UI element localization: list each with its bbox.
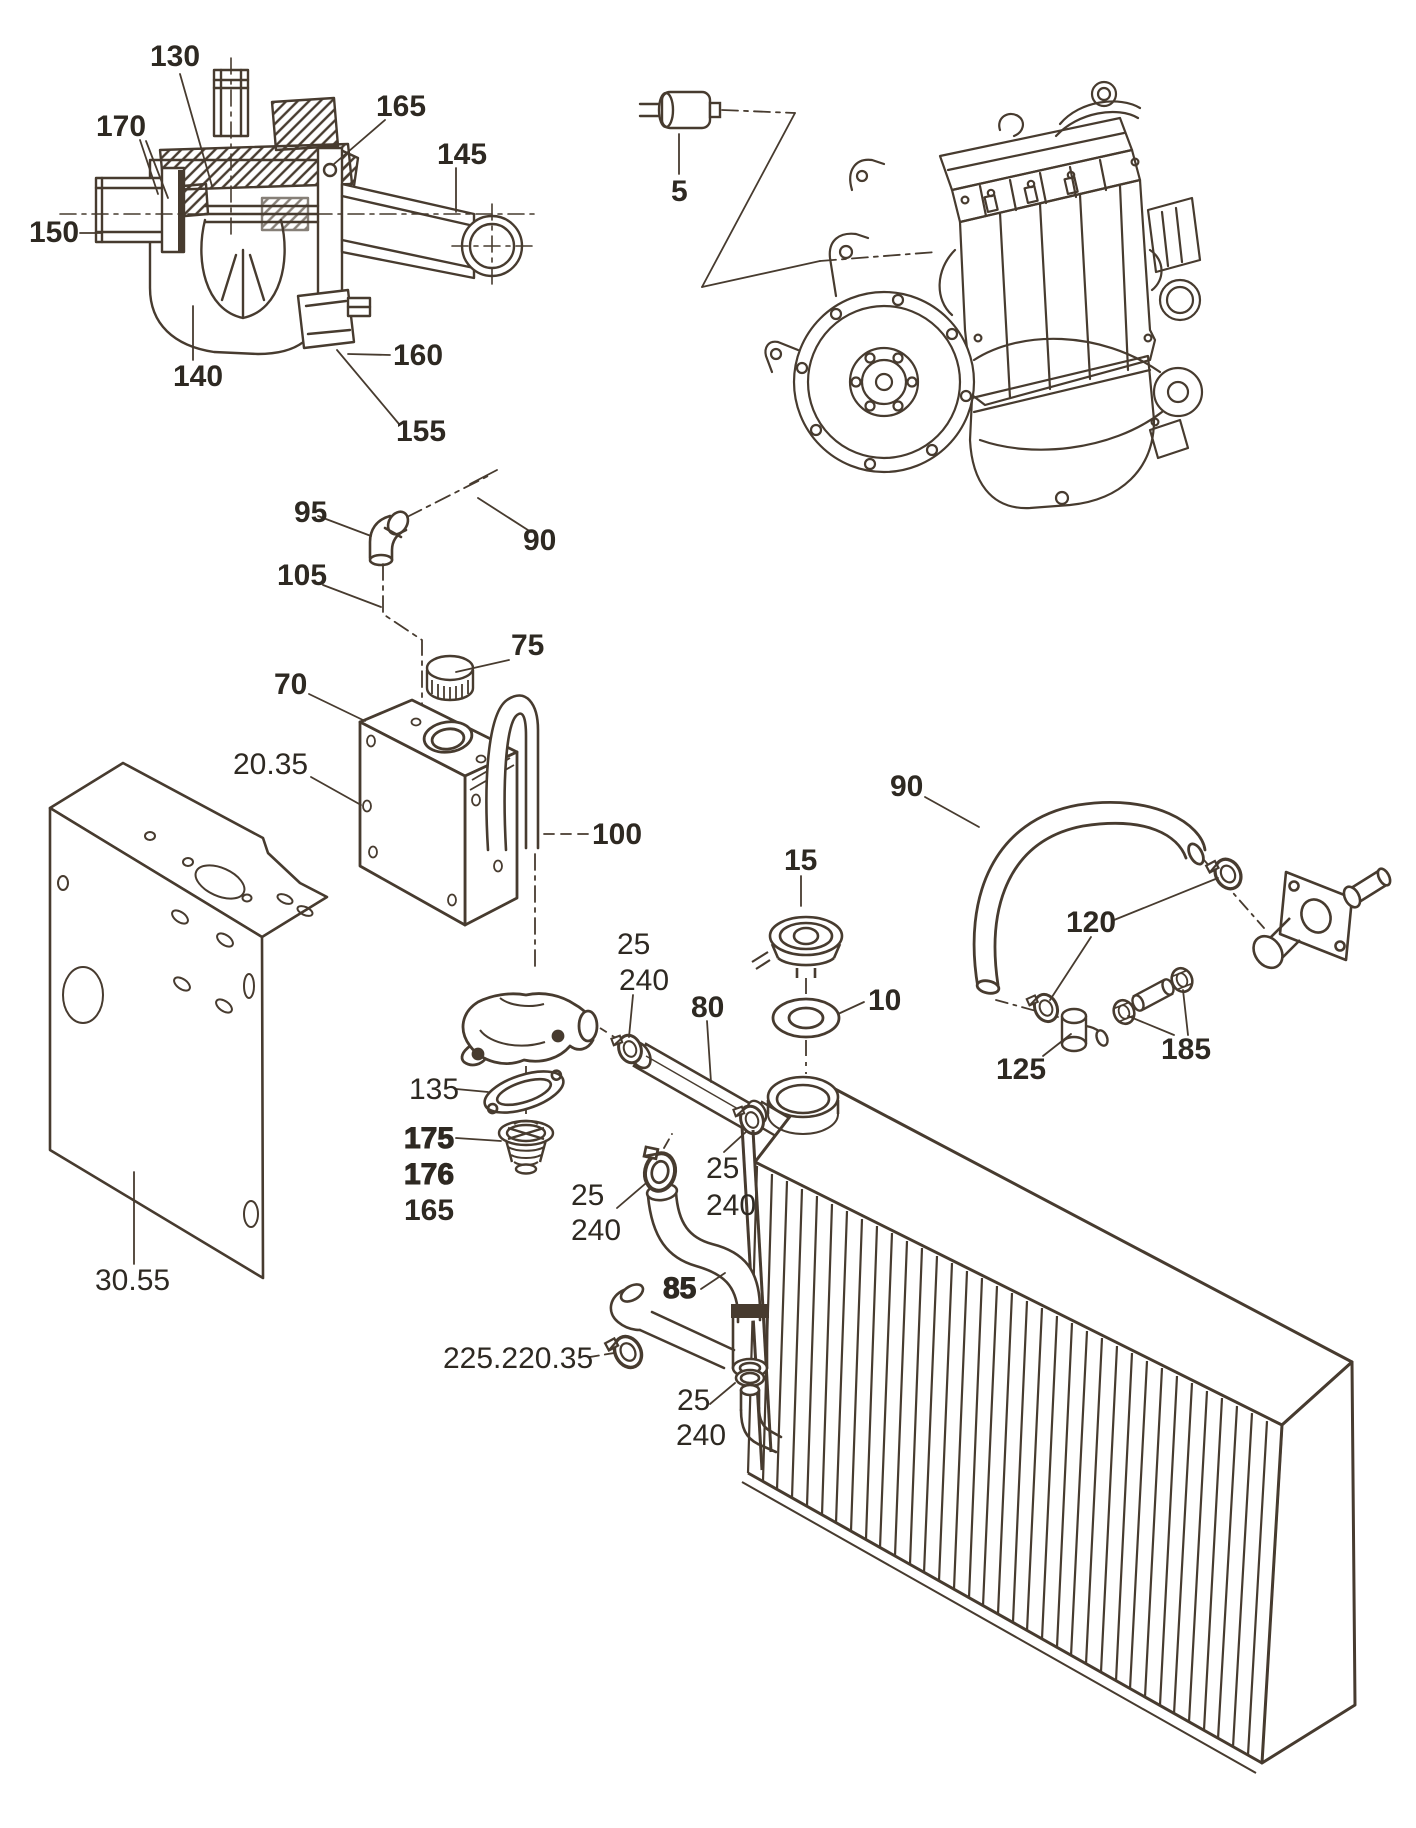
clamp-120-a <box>1025 987 1064 1028</box>
label-176: 176 <box>404 1158 454 1191</box>
label-90-top: 90 <box>523 524 556 557</box>
label-20-35: 20.35 <box>233 748 308 781</box>
label-240-c: 240 <box>571 1214 621 1247</box>
elbow-fitting-125 <box>1060 1007 1109 1053</box>
tank-cap-75 <box>425 654 475 702</box>
label-25-b: 25 <box>706 1152 739 1185</box>
part-labels: 130 170 150 140 155 160 165 145 5 95 90 … <box>29 40 1211 1452</box>
temp-sensor-part5 <box>638 90 937 288</box>
label-155: 155 <box>396 415 446 448</box>
label-135: 135 <box>409 1073 459 1106</box>
radiator <box>740 1075 1357 1774</box>
label-90-right: 90 <box>890 770 923 803</box>
label-25-d: 25 <box>677 1384 710 1417</box>
label-130: 130 <box>150 40 200 73</box>
label-140: 140 <box>173 360 223 393</box>
label-165-thermostat: 165 <box>404 1194 454 1227</box>
label-185: 185 <box>1161 1033 1211 1066</box>
label-105: 105 <box>277 559 327 592</box>
leader-lines <box>79 73 1219 1405</box>
label-75: 75 <box>511 629 544 662</box>
label-10: 10 <box>868 984 901 1017</box>
radiator-cap-15 <box>751 915 844 1074</box>
thermostat-housing <box>460 992 623 1120</box>
label-145: 145 <box>437 138 487 171</box>
label-100: 100 <box>592 818 642 851</box>
label-240-b: 240 <box>706 1189 756 1222</box>
label-240-a: 240 <box>619 964 669 997</box>
label-170: 170 <box>96 110 146 143</box>
label-150: 150 <box>29 216 79 249</box>
label-25-c: 25 <box>571 1179 604 1212</box>
label-175: 175 <box>404 1122 454 1155</box>
label-15: 15 <box>784 844 817 877</box>
mounting-plate-30-55 <box>48 761 329 1280</box>
label-225-220-35: 225.220.35 <box>443 1342 593 1375</box>
hose-100 <box>485 694 540 967</box>
engine-assembly <box>764 80 1204 510</box>
label-160: 160 <box>393 339 443 372</box>
thermostat-175 <box>497 1119 555 1175</box>
cap-gasket-10 <box>771 997 841 1039</box>
label-120: 120 <box>1066 906 1116 939</box>
label-80: 80 <box>691 991 724 1024</box>
label-85: 85 <box>663 1272 696 1305</box>
label-240-d: 240 <box>676 1419 726 1452</box>
hose-90 <box>972 801 1265 1018</box>
plug-parts-185 <box>1131 978 1175 1012</box>
water-pump-assembly <box>59 57 537 356</box>
overflow-elbow-95 <box>368 469 498 715</box>
label-30-55: 30.55 <box>95 1264 170 1297</box>
radiator-filler-neck <box>766 1075 840 1135</box>
label-125: 125 <box>996 1053 1046 1086</box>
clamp-225-220-35 <box>603 1328 649 1376</box>
sensor-boss-fitting <box>1252 867 1392 970</box>
label-25-a: 25 <box>617 928 650 961</box>
label-95: 95 <box>294 496 327 529</box>
label-165-pump: 165 <box>376 90 426 123</box>
gasket-135 <box>483 1069 565 1115</box>
label-70: 70 <box>274 668 307 701</box>
clamp-120-b <box>1204 851 1248 897</box>
label-5: 5 <box>671 175 688 208</box>
